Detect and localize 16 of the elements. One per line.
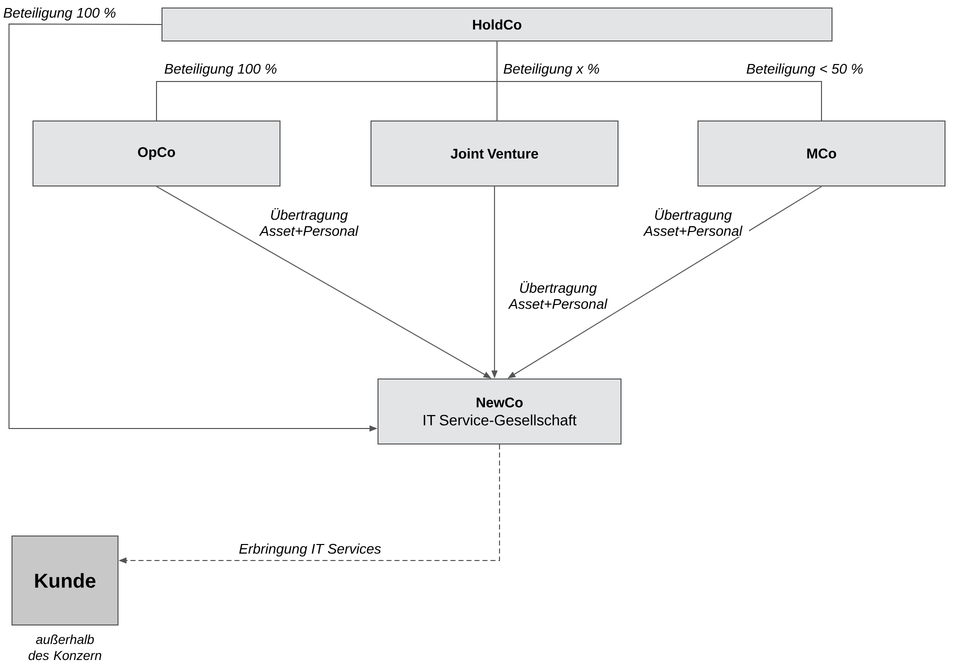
- company-box: NewCo IT Service-Gesellschaft: [378, 378, 622, 444]
- edge-label: Beteiligung < 50 %: [745, 62, 864, 78]
- edge-label: Beteiligung 100 %: [2, 6, 118, 22]
- edge-label: Übertragung Asset+Personal: [637, 207, 749, 237]
- company-box: MCo: [698, 120, 946, 186]
- edge-label: Übertragung Asset+Personal: [253, 207, 365, 237]
- company-box: OpCo: [32, 120, 280, 186]
- edge-label: Beteiligung x %: [502, 62, 601, 78]
- company-box: HoldCo: [162, 8, 832, 42]
- connector-line: [496, 41, 822, 121]
- node-caption: außerhalb des Konzern: [28, 634, 102, 660]
- edge-label: Übertragung Asset+Personal: [502, 280, 614, 310]
- edge-label: Beteiligung 100 %: [163, 62, 278, 78]
- company-box: Joint Venture: [370, 120, 618, 186]
- edge-label: Erbringung IT Services: [238, 542, 382, 558]
- customer-box: Kunde: [12, 536, 118, 626]
